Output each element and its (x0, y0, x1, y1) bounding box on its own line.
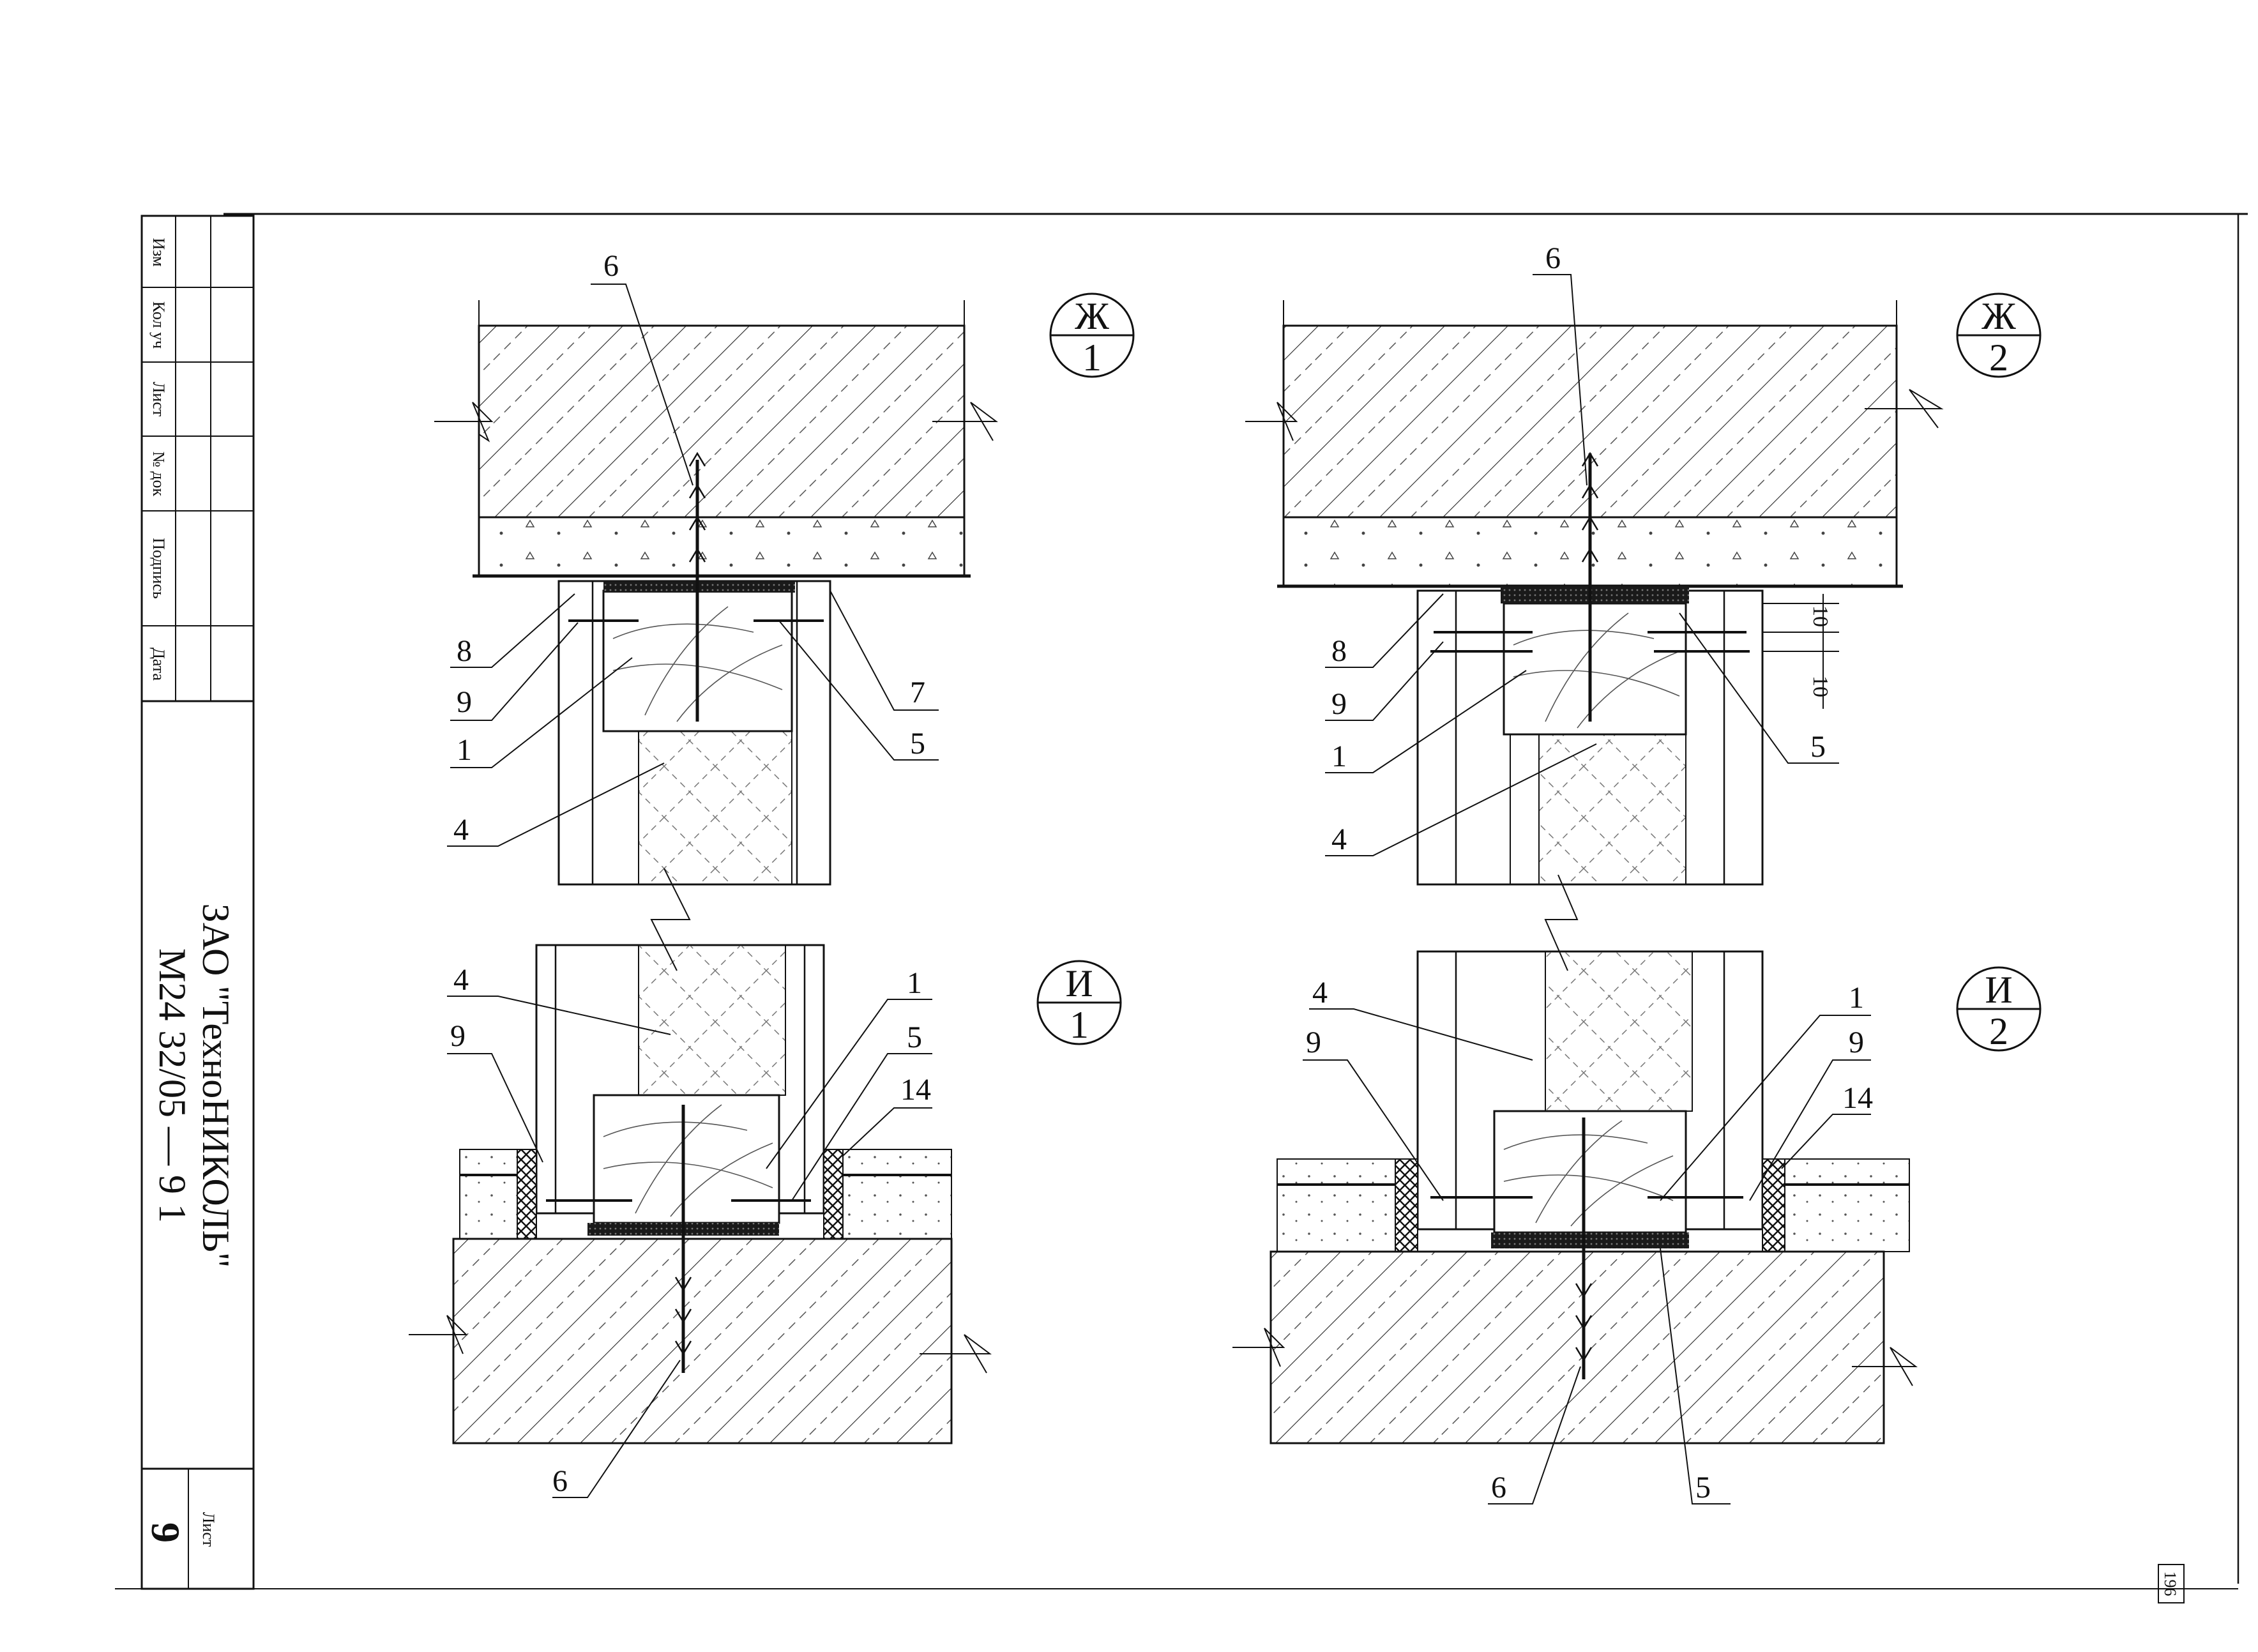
callout-i1-5: 5 (907, 1020, 922, 1054)
detail-i1-number: 1 (1070, 1004, 1089, 1046)
callout-i2-6: 6 (1491, 1471, 1506, 1504)
callout-zh1-8: 8 (457, 634, 472, 668)
callout-zh2-1: 1 (1331, 739, 1347, 773)
title-col-kol-uch: Кол уч (149, 301, 168, 349)
organization-name: ЗАО "ТехноНИКОЛЬ" (195, 904, 237, 1268)
callout-i1-6: 6 (552, 1464, 568, 1498)
detail-zh1: Ж 1 6 8 9 1 4 7 5 (434, 249, 1135, 886)
title-col-list: Лист (149, 382, 168, 416)
detail-i2-number: 2 (1989, 1010, 2008, 1052)
callout-zh1-4: 4 (453, 813, 469, 847)
document-code: М24 32/05 — 9 1 (151, 948, 193, 1223)
detail-zh2-number: 2 (1989, 337, 2008, 379)
callout-i1-9: 9 (450, 1019, 466, 1053)
dimension-bottom: 10 (1808, 676, 1832, 697)
sheet-label: Лист (199, 1512, 218, 1547)
callout-zh2-6: 6 (1545, 241, 1561, 275)
sheet-frame (115, 213, 2248, 1589)
detail-zh2: 10 10 Ж 2 6 8 9 1 4 5 (1245, 241, 2042, 886)
callout-zh1-9: 9 (457, 685, 472, 719)
callout-zh1-6: 6 (603, 249, 619, 283)
callout-i2-9-right: 9 (1849, 1026, 1864, 1059)
callout-zh2-5: 5 (1810, 730, 1826, 764)
callout-i2-14: 14 (1842, 1081, 1873, 1115)
callout-i2-1: 1 (1849, 981, 1864, 1015)
detail-zh2-letter: Ж (1981, 295, 2016, 337)
callout-zh1-1: 1 (457, 733, 472, 767)
title-col-signature: Подпись (149, 538, 168, 599)
dimension-top: 10 (1808, 605, 1832, 627)
callout-zh2-4: 4 (1331, 822, 1347, 856)
callout-i2-9-left: 9 (1306, 1026, 1321, 1059)
edge-number-box: 196 (2158, 1564, 2185, 1603)
callout-i2-5: 5 (1695, 1471, 1711, 1504)
callout-i1-1: 1 (907, 966, 922, 1000)
detail-i2-letter: И (1985, 969, 2012, 1011)
detail-zh1-number: 1 (1082, 337, 1102, 379)
callout-i1-4: 4 (453, 963, 469, 997)
callout-zh1-5: 5 (910, 727, 925, 761)
title-block: Изм Кол уч Лист № док Подпись Дата ЗАО "… (140, 215, 255, 1590)
edge-number: 196 (2161, 1572, 2179, 1596)
detail-i1-letter: И (1065, 962, 1093, 1004)
detail-zh1-letter: Ж (1075, 295, 1109, 337)
detail-i2: И 2 4 9 1 9 14 6 5 (1232, 874, 2042, 1504)
title-col-date: Дата (149, 648, 168, 681)
callout-zh2-9: 9 (1331, 687, 1347, 721)
callout-zh2-8: 8 (1331, 634, 1347, 668)
callout-i2-4: 4 (1312, 976, 1328, 1010)
callout-i1-14: 14 (900, 1073, 931, 1107)
detail-i1: И 1 4 9 1 5 14 6 (409, 868, 1122, 1498)
title-col-izm: Изм (149, 238, 168, 266)
title-col-doc-no: № док (149, 451, 168, 497)
callout-zh1-7: 7 (910, 676, 925, 709)
sheet-number: 9 (143, 1522, 188, 1543)
